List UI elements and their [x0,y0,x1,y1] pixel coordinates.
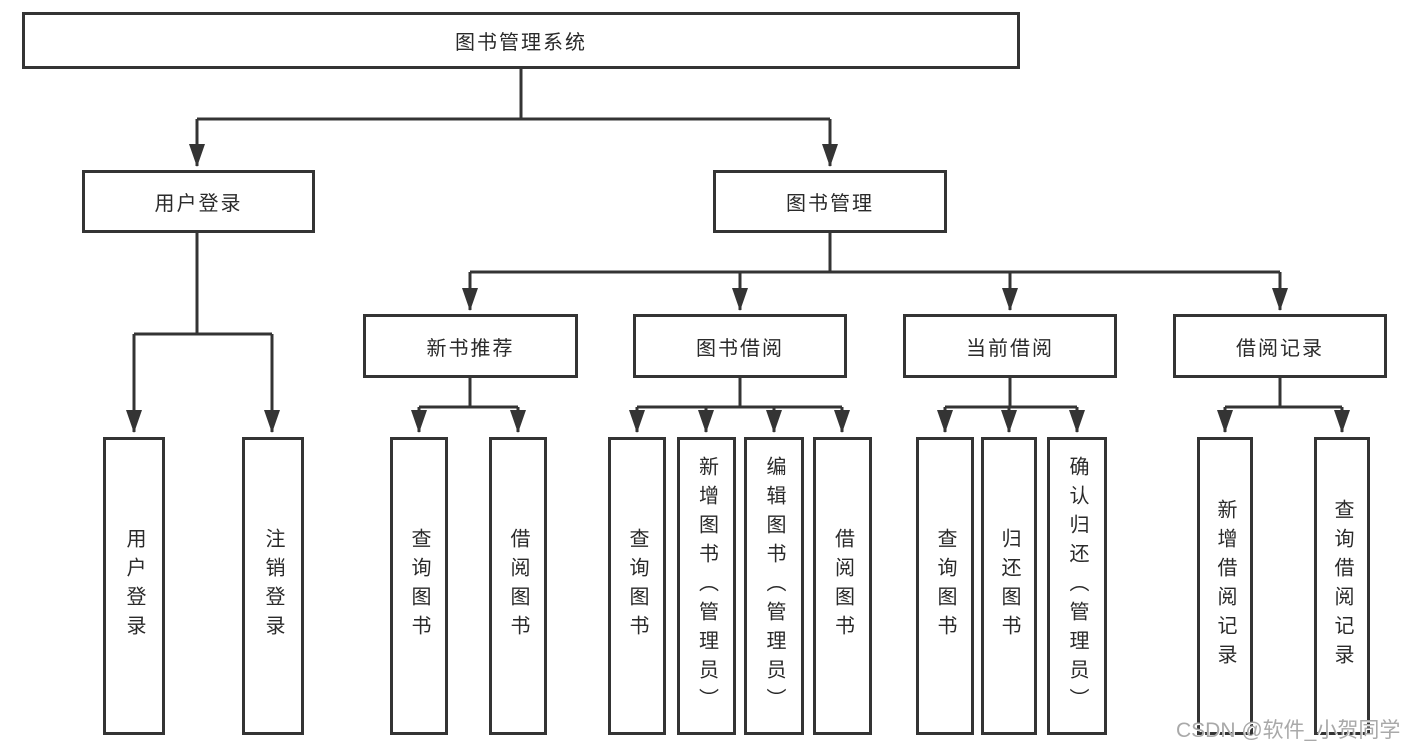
node-borrowing-records: 借阅记录 [1173,314,1387,378]
leaf-borrow-books-recommend: 借阅图书 [489,437,547,735]
leaf-add-borrow-record: 新增借阅记录 [1197,437,1253,735]
node-book-management-branch: 图书管理 [713,170,947,233]
leaf-query-books-recommend: 查询图书 [390,437,448,735]
leaf-borrow-books: 借阅图书 [813,437,872,735]
leaf-query-books-current: 查询图书 [916,437,974,735]
leaf-add-books-admin: 新增图书（管理员） [677,437,736,735]
leaf-return-books: 归还图书 [981,437,1037,735]
leaf-edit-books-admin: 编辑图书（管理员） [744,437,804,735]
leaf-logout: 注销登录 [242,437,304,735]
arrow-lines [126,119,1350,433]
leaf-query-books-borrowing: 查询图书 [608,437,666,735]
node-current-borrowing: 当前借阅 [903,314,1117,378]
trunk-lines [134,69,1342,409]
node-new-book-recommendation: 新书推荐 [363,314,578,378]
node-library-management-system: 图书管理系统 [22,12,1020,69]
leaf-query-borrow-record: 查询借阅记录 [1314,437,1370,735]
node-user-login-branch: 用户登录 [82,170,315,233]
csdn-watermark: CSDN @软件_小贺同学 [1176,719,1401,742]
node-book-borrowing: 图书借阅 [633,314,847,378]
leaf-user-login: 用户登录 [103,437,165,735]
leaf-confirm-return-admin: 确认归还（管理员） [1047,437,1107,735]
